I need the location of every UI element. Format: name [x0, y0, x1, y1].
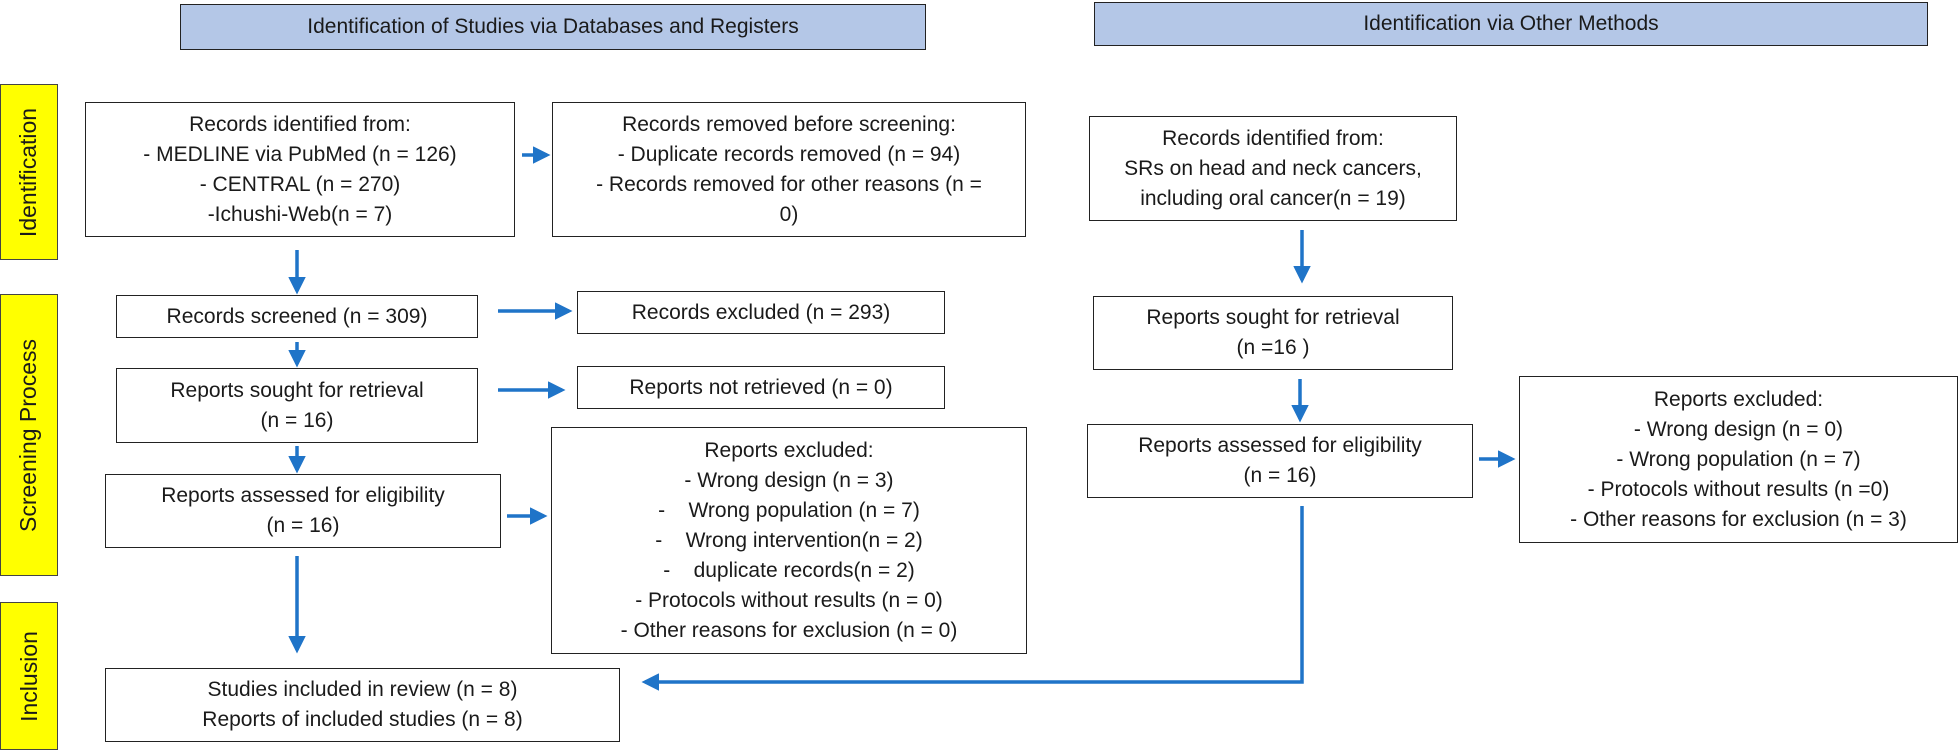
header-other-methods: Identification via Other Methods [1094, 2, 1928, 46]
box-line: - Other reasons for exclusion (n = 0) [620, 618, 958, 642]
box-line: including oral cancer(n = 19) [1140, 186, 1406, 210]
box-line: - Wrong population (n = 7) [1616, 447, 1861, 471]
box-line: Records removed before screening: [622, 112, 956, 136]
reports-sought-box: Reports sought for retrieval (n = 16) [116, 368, 478, 443]
box-line: - Protocols without results (n = 0) [635, 588, 943, 612]
records-identified-box: Records identified from: - MEDLINE via P… [85, 102, 515, 237]
box-line: Reports sought for retrieval [170, 378, 424, 402]
box-line: (n = 16) [1243, 464, 1317, 487]
box-line: Reports not retrieved (n = 0) [629, 375, 893, 399]
box-line: -Ichushi-Web(n = 7) [207, 202, 393, 226]
records-excluded-box: Records excluded (n = 293) [577, 291, 945, 334]
box-line: - Wrong design (n = 0) [1633, 417, 1844, 441]
reports-not-retrieved-box: Reports not retrieved (n = 0) [577, 366, 945, 409]
box-line: Reports sought for retrieval [1146, 306, 1400, 329]
box-line: - Wrong intervention(n = 2) [655, 528, 923, 552]
phase-screening: Screening Process [0, 294, 58, 576]
box-line: - duplicate records(n = 2) [663, 558, 915, 582]
records-removed-box: Records removed before screening: - Dupl… [552, 102, 1026, 237]
reports-assessed-box: Reports assessed for eligibility (n = 16… [105, 474, 501, 548]
other-excluded-box: Reports excluded: - Wrong design (n = 0)… [1519, 376, 1958, 543]
studies-included-box: Studies included in review (n = 8) Repor… [105, 668, 620, 742]
records-screened-box: Records screened (n = 309) [116, 295, 478, 338]
box-line: (n = 16) [260, 408, 334, 432]
header-other-methods-label: Identification via Other Methods [1363, 12, 1659, 35]
box-line: Records excluded (n = 293) [631, 300, 891, 324]
box-line: Reports assessed for eligibility [161, 484, 445, 507]
box-line: - MEDLINE via PubMed (n = 126) [143, 142, 457, 166]
phase-inclusion: Inclusion [0, 602, 58, 750]
box-line: Records identified from: [189, 112, 411, 136]
box-line: (n =16 ) [1236, 336, 1310, 359]
box-line: - Protocols without results (n =0) [1587, 477, 1890, 501]
box-line: Reports excluded: [704, 438, 874, 462]
phase-identification: Identification [0, 84, 58, 260]
box-line: Studies included in review (n = 8) [207, 678, 518, 701]
box-line: - Duplicate records removed (n = 94) [617, 142, 961, 166]
box-line: Records screened (n = 309) [166, 304, 428, 328]
box-line: (n = 16) [266, 514, 340, 537]
box-line: 0) [779, 202, 799, 226]
box-line: - Other reasons for exclusion (n = 3) [1570, 507, 1907, 531]
box-line: Records identified from: [1162, 126, 1384, 150]
other-identified-box: Records identified from: SRs on head and… [1089, 116, 1457, 221]
box-line: - CENTRAL (n = 270) [199, 172, 401, 196]
box-line: Reports excluded: [1653, 387, 1824, 411]
header-databases-label: Identification of Studies via Databases … [307, 15, 799, 38]
arrow-other-to-included [641, 506, 1304, 691]
reports-excluded-box: Reports excluded: - Wrong design (n = 3)… [551, 427, 1027, 654]
other-assessed-box: Reports assessed for eligibility (n = 16… [1087, 424, 1473, 498]
box-line: - Wrong design (n = 3) [684, 468, 894, 492]
other-sought-box: Reports sought for retrieval (n =16 ) [1093, 296, 1453, 370]
box-line: - Records removed for other reasons (n = [596, 172, 982, 196]
header-databases: Identification of Studies via Databases … [180, 4, 926, 50]
box-line: Reports assessed for eligibility [1138, 434, 1422, 457]
box-line: Reports of included studies (n = 8) [202, 708, 523, 731]
box-line: - Wrong population (n = 7) [658, 498, 920, 522]
box-line: SRs on head and neck cancers, [1124, 156, 1422, 180]
